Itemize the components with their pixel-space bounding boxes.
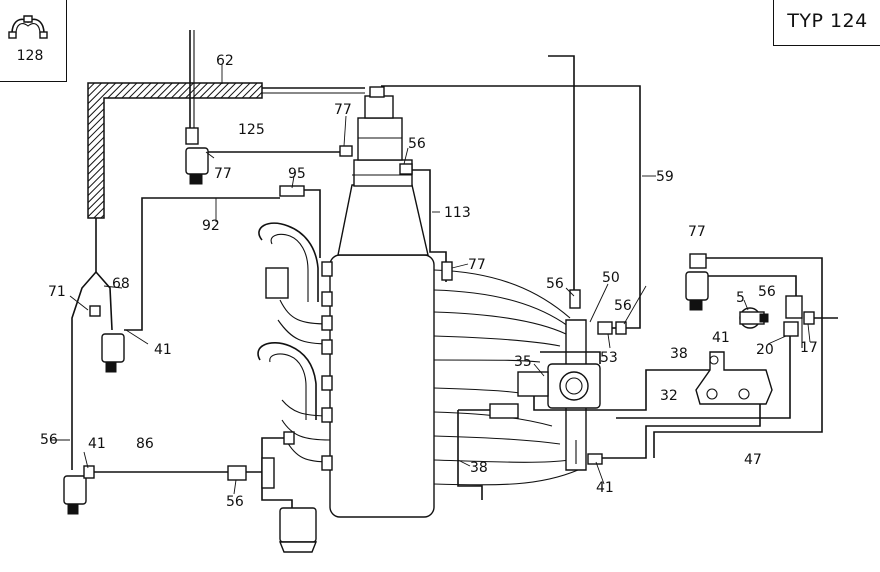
callout-50: 50 [602, 270, 620, 286]
callout-labels: 62 125 77 77 56 59 95 92 113 77 77 68 71… [40, 53, 818, 510]
inset-part-number: 128 [16, 48, 44, 64]
bracket-41 [695, 351, 773, 405]
callout-56: 56 [408, 136, 426, 152]
hose-clamp-icon [8, 15, 48, 39]
callout-56: 56 [226, 494, 244, 510]
callout-20: 20 [756, 342, 774, 358]
hose-lines [71, 30, 838, 510]
callout-53: 53 [600, 350, 618, 366]
callout-47: 47 [744, 452, 762, 468]
callout-59: 59 [656, 169, 674, 185]
type-label: TYP 124 [787, 10, 868, 32]
callout-86: 86 [136, 436, 154, 452]
insulated-sleeve [87, 82, 365, 219]
exhaust-manifold [257, 222, 333, 471]
callout-77: 77 [688, 224, 706, 240]
callout-38: 38 [470, 460, 488, 476]
callout-41: 41 [596, 480, 614, 496]
leader-lines [50, 64, 811, 495]
callout-56: 56 [614, 298, 632, 314]
check-valve-right [783, 295, 815, 337]
callout-41: 41 [88, 436, 106, 452]
callout-68: 68 [112, 276, 130, 292]
throttle-body [517, 351, 601, 409]
inset-part-box: 128 [0, 0, 67, 82]
callout-56: 56 [758, 284, 776, 300]
callout-62: 62 [216, 53, 234, 69]
callout-92: 92 [202, 218, 220, 234]
callout-17: 17 [800, 340, 818, 356]
vacuum-sensor-5 [739, 307, 769, 329]
callout-125: 125 [238, 122, 265, 138]
callout-77: 77 [214, 166, 232, 182]
callout-41: 41 [154, 342, 172, 358]
callout-41: 41 [712, 330, 730, 346]
callout-56: 56 [40, 432, 58, 448]
vacuum-valve-left-top [185, 127, 209, 185]
callout-32: 32 [660, 388, 678, 404]
callout-95: 95 [288, 166, 306, 182]
type-label-box: TYP 124 [773, 0, 880, 46]
vacuum-actuator [227, 431, 318, 553]
callout-77: 77 [468, 257, 486, 273]
vacuum-valve-left-mid [101, 324, 143, 373]
callout-71: 71 [48, 284, 66, 300]
small-fittings [89, 145, 627, 465]
vacuum-valve-left-bottom [63, 465, 95, 515]
callout-35: 35 [514, 354, 532, 370]
callout-56: 56 [546, 276, 564, 292]
callout-113: 113 [444, 205, 471, 221]
callout-5: 5 [736, 290, 745, 306]
callout-38: 38 [670, 346, 688, 362]
valve-top-right [685, 253, 709, 311]
callout-77: 77 [334, 102, 352, 118]
